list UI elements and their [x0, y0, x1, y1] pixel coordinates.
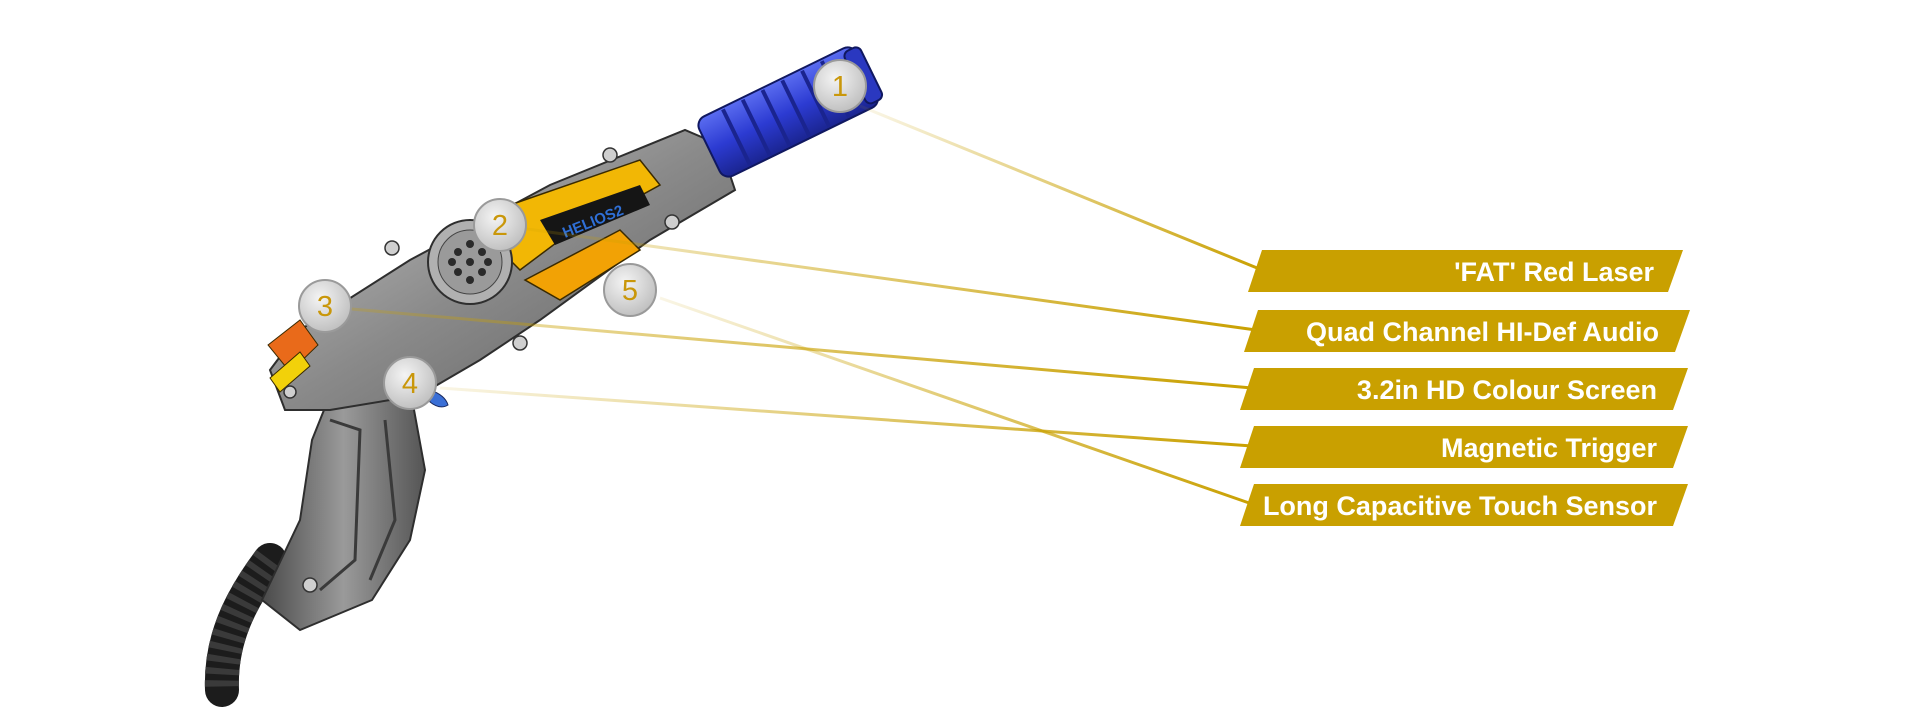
leader-line-2	[519, 226, 1257, 332]
device-barrel	[697, 46, 884, 178]
device-cable	[204, 543, 287, 707]
leader-line-4	[439, 386, 1253, 448]
callout-marker-4[interactable]: 4	[383, 356, 437, 410]
callout-marker-3[interactable]: 3	[298, 279, 352, 333]
callout-marker-number: 4	[402, 368, 418, 400]
leader-lines	[339, 104, 1263, 506]
device-screws	[283, 147, 680, 593]
callout-marker-2[interactable]: 2	[473, 198, 527, 252]
feature-label-text: Magnetic Trigger	[1441, 433, 1658, 463]
feature-label-2[interactable]: Quad Channel HI-Def Audio	[1244, 310, 1690, 352]
device-grip	[260, 386, 427, 632]
feature-label-text: 3.2in HD Colour Screen	[1357, 375, 1657, 405]
callout-marker-number: 2	[492, 210, 508, 242]
feature-label-5[interactable]: Long Capacitive Touch Sensor	[1240, 484, 1688, 526]
leader-line-5	[659, 296, 1253, 506]
feature-label-text: Quad Channel HI-Def Audio	[1306, 317, 1659, 347]
feature-label-text: 'FAT' Red Laser	[1454, 257, 1654, 287]
feature-label-1[interactable]: 'FAT' Red Laser	[1248, 250, 1683, 292]
feature-label-text: Long Capacitive Touch Sensor	[1263, 491, 1658, 521]
leader-line-3	[339, 306, 1253, 390]
feature-labels: 'FAT' Red Laser Quad Channel HI-Def Audi…	[1240, 250, 1690, 526]
callout-marker-5[interactable]: 5	[603, 263, 657, 317]
callout-marker-number: 1	[832, 71, 848, 103]
callout-marker-1[interactable]: 1	[813, 59, 867, 113]
leader-line-1	[859, 104, 1263, 272]
device-warning-sticker	[267, 319, 319, 373]
device-illustration: HELIOS2	[204, 46, 884, 707]
callout-marker-number: 5	[622, 275, 638, 307]
feature-label-3[interactable]: 3.2in HD Colour Screen	[1240, 368, 1688, 410]
feature-label-4[interactable]: Magnetic Trigger	[1240, 426, 1688, 468]
callout-markers: 1 2 3 4 5	[298, 59, 867, 410]
callout-marker-number: 3	[317, 291, 333, 323]
